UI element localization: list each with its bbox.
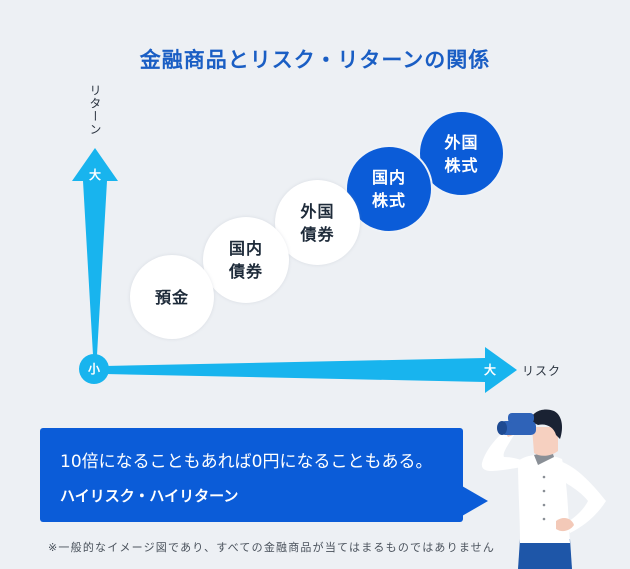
y-axis-label: リターン [88,84,102,136]
y-axis-max-mark: 大 [88,168,101,182]
product-label: 外国 [300,201,335,221]
product-label: 国内 [371,168,406,187]
footnote: ※一般的なイメージ図であり、すべての金融商品が当てはまるものではありません [48,541,496,554]
product-foreign-bonds: 外国 債券 [275,180,360,265]
callout-box: 10倍になることもあれば0円になることもある。 ハイリスク・ハイリターン [40,428,463,522]
x-axis-max-mark: 大 [483,363,496,377]
callout-tail [462,486,488,516]
product-label: 国内 [228,239,263,258]
page-title: 金融商品とリスク・リターンの関係 [139,48,491,72]
x-axis-label: リスク [522,364,562,378]
risk-axis-arrow [105,347,517,393]
product-label: 債券 [228,262,263,281]
product-label: 外国 [444,132,479,152]
product-label: 預金 [154,287,189,307]
origin-mark: 小 [87,362,100,376]
origin-circle [79,354,109,384]
product-label: 株式 [371,191,406,210]
callout-subtext: ハイリスク・ハイリターン [60,487,239,505]
callout-text: 10倍になることもあれば0円になることもある。 [60,452,433,472]
return-axis-arrow [72,148,118,355]
product-deposits: 預金 [130,255,214,339]
product-domestic-bonds: 国内 債券 [203,217,289,303]
product-label: 債券 [300,224,335,244]
man-with-binoculars-illustration [481,409,606,569]
product-label: 株式 [444,155,479,175]
